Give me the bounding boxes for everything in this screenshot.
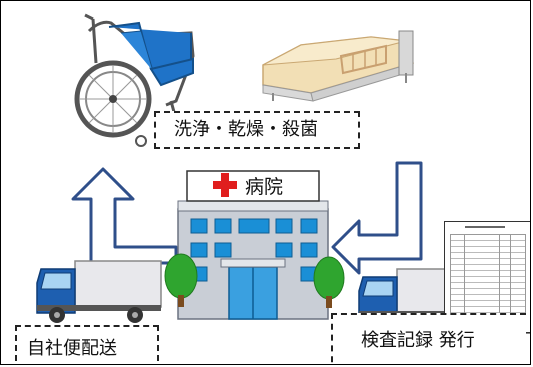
wheelchair-icon [74,13,195,147]
tree-icon [164,253,345,308]
hospital-icon [177,170,329,320]
truck-icon [36,260,162,323]
washing-label: 洗浄・乾燥・殺菌 [154,111,360,149]
washing-label-text: 洗浄・乾燥・殺菌 [174,119,318,140]
bed-icon [262,30,414,102]
incoming-arrow [331,161,423,275]
cross-icon [213,173,237,197]
inspection-label: 検査記録 発行 [331,313,526,364]
return-arrow [71,167,178,265]
hospital-sign-text: 病院 [245,176,283,198]
inspection-label-text: 検査記録 発行 [361,330,475,351]
delivery-label: 自社便配送 [15,325,159,364]
truck-icon [358,268,448,329]
delivery-label-text: 自社便配送 [27,338,117,359]
